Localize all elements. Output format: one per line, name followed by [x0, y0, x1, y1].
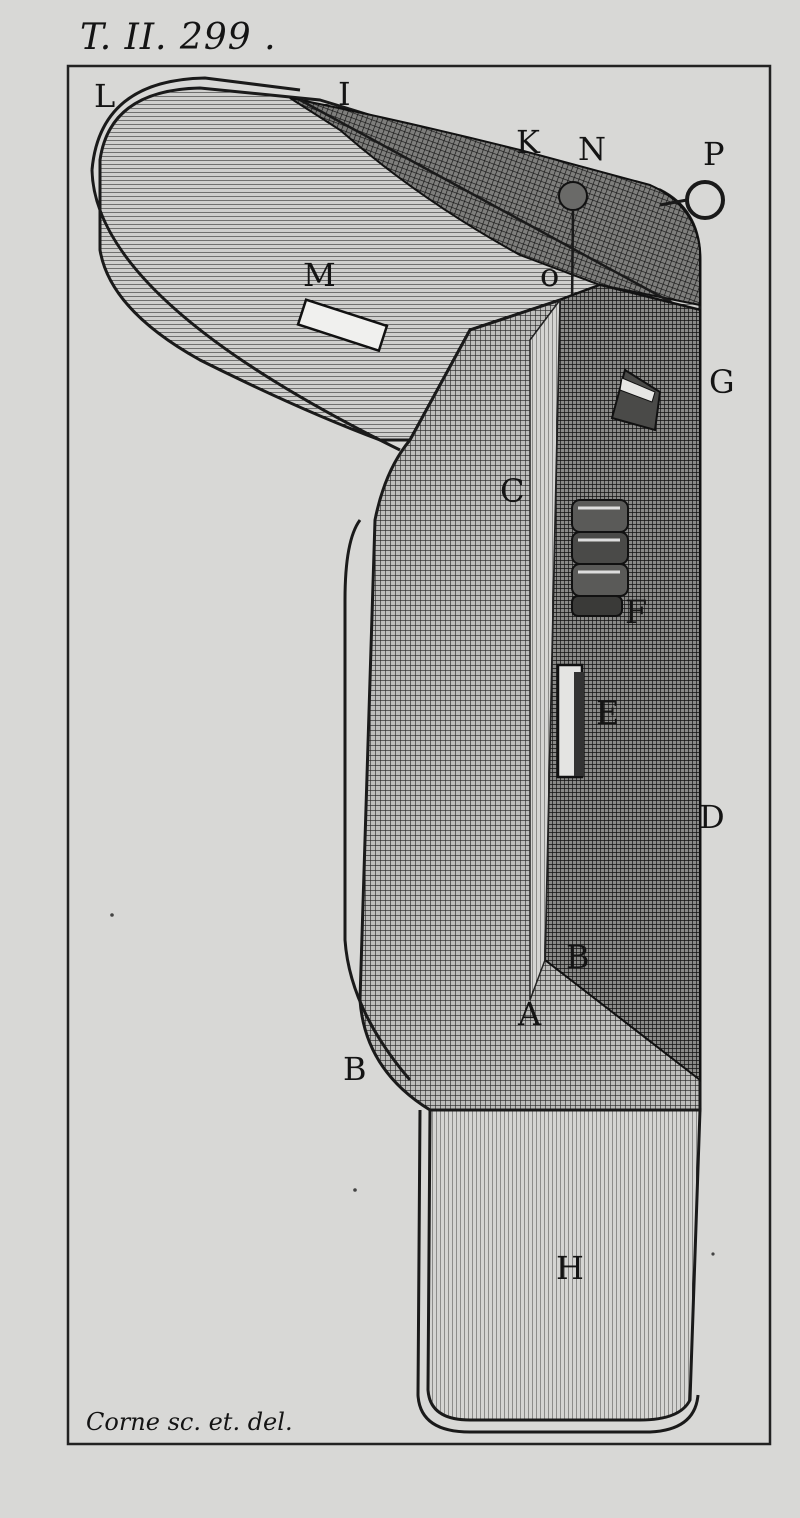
- lower-sleeve-rim: [416, 1109, 700, 1434]
- label-l: L: [94, 77, 116, 115]
- label-d: D: [699, 798, 725, 836]
- ratchet-f: [571, 499, 629, 617]
- label-c: C: [500, 472, 525, 510]
- main-sleeve-rim: [343, 519, 412, 1081]
- label-f: F: [625, 593, 648, 631]
- hinge-g-highlight: [619, 377, 656, 403]
- label-i: I: [338, 75, 351, 113]
- label-b-right: B: [566, 938, 590, 976]
- label-g: G: [709, 363, 735, 401]
- label-p: P: [703, 135, 725, 173]
- tie-rod: [299, 98, 701, 320]
- label-h: H: [556, 1249, 584, 1287]
- label-b-left: B: [343, 1050, 367, 1088]
- ring-link: [659, 198, 688, 207]
- paper-speck: [110, 913, 114, 917]
- center-band: [529, 297, 561, 1001]
- label-k: K: [516, 123, 540, 161]
- plate-border: [66, 64, 772, 1446]
- sleeve-rim: [90, 76, 301, 171]
- bracket-e: [556, 663, 584, 779]
- slot-m: [296, 298, 389, 353]
- plate-number: T. II. 299 .: [80, 17, 277, 58]
- paper-speck: [711, 1252, 715, 1256]
- paper-speck: [353, 1188, 357, 1192]
- sleeve-lower-rim: [90, 169, 401, 452]
- ring: [685, 180, 725, 220]
- lower-sleeve: [426, 1108, 702, 1422]
- engraver-credit: Corne sc. et. del.: [86, 1408, 293, 1436]
- label-a: A: [518, 995, 542, 1033]
- label-o: o: [540, 256, 560, 294]
- label-n: N: [578, 130, 606, 168]
- pin-head: [558, 181, 588, 211]
- label-e: E: [596, 694, 620, 732]
- label-m: M: [303, 256, 336, 294]
